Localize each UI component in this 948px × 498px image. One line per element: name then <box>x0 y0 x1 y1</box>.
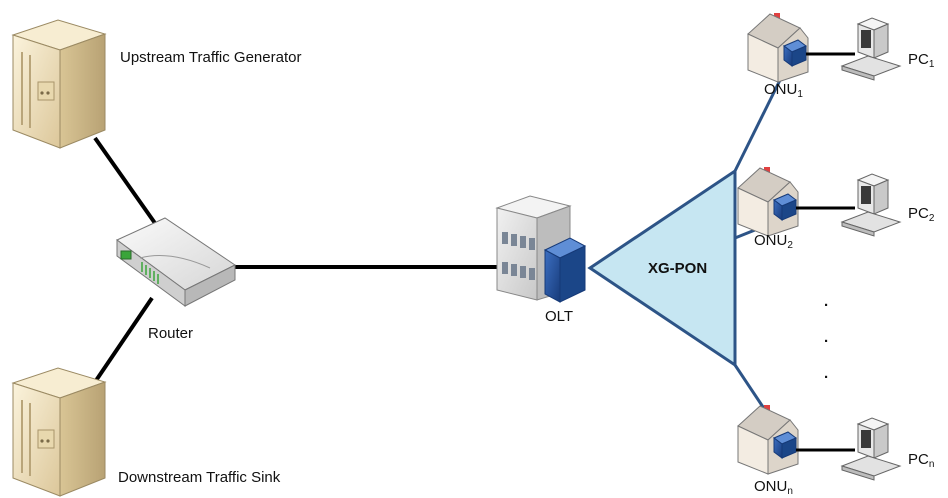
fiber-onu1 <box>733 69 787 172</box>
xgpon-label: XG-PON <box>648 260 707 277</box>
olt: OLT <box>495 195 587 325</box>
pc-1 <box>840 17 902 81</box>
upstream-server: Upstream Traffic Generator <box>11 19 301 149</box>
link-router-downstream <box>93 296 154 384</box>
olt-label: OLT <box>545 308 573 325</box>
ellipsis: . . . <box>824 293 828 382</box>
onu-1-label: ONU1 <box>764 81 803 100</box>
router: Router <box>116 217 236 342</box>
pc-1-label: PC1 <box>908 51 935 70</box>
onu-n <box>737 405 855 475</box>
links <box>93 136 505 384</box>
downstream-server: Downstream Traffic Sink <box>11 367 281 497</box>
pc-2 <box>840 173 902 237</box>
router-label: Router <box>148 325 193 342</box>
onu-2 <box>737 167 855 237</box>
downstream-label: Downstream Traffic Sink <box>118 469 281 486</box>
ellipsis-dot-3: . <box>824 365 828 382</box>
pc-n-label: PCn <box>908 451 934 470</box>
ellipsis-dot-2: . <box>824 329 828 346</box>
link-upstream-router <box>93 136 159 228</box>
pc-2-label: PC2 <box>908 205 935 224</box>
xgpon-splitter: XG-PON <box>587 168 737 368</box>
onu-n-label: ONUn <box>754 478 793 497</box>
upstream-label: Upstream Traffic Generator <box>120 49 301 66</box>
ellipsis-dot-1: . <box>824 293 828 310</box>
pc-n <box>840 417 902 481</box>
onu-2-label: ONU2 <box>754 232 793 251</box>
onu-1 <box>747 13 855 83</box>
